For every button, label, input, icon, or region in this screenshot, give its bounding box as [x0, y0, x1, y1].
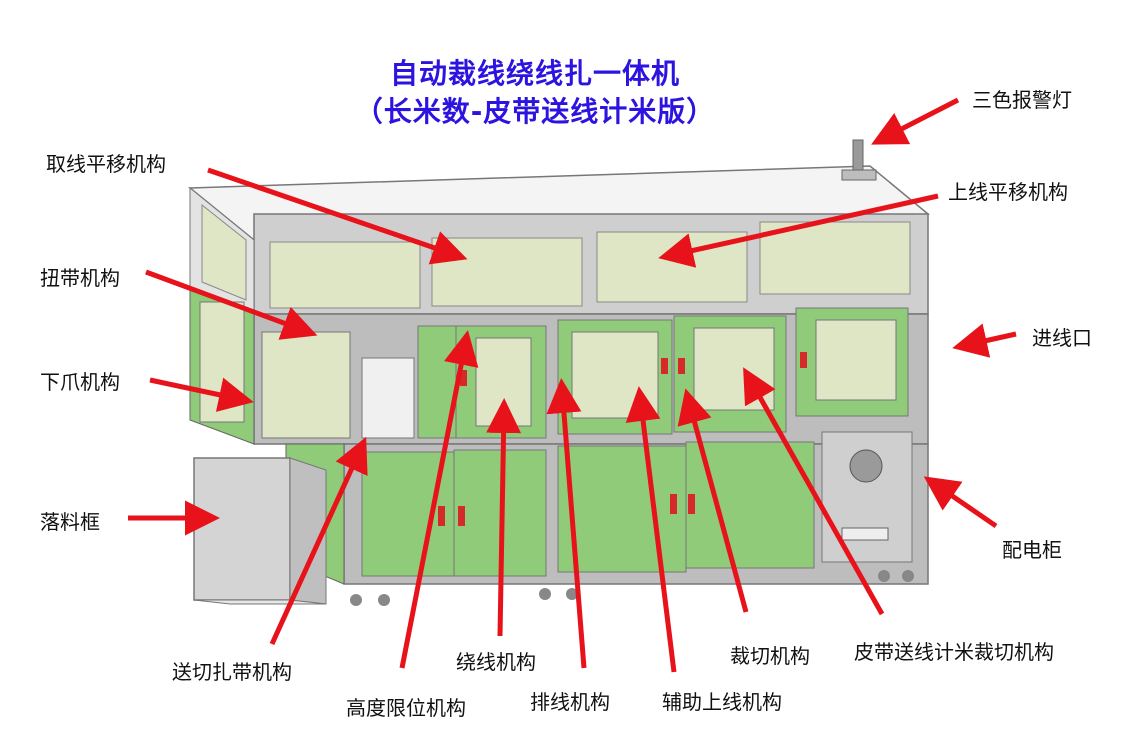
- arrow-wire-inlet: [952, 323, 1017, 358]
- door-handle: [678, 358, 685, 374]
- door-handle: [438, 506, 445, 526]
- arrow-twist-band: [145, 269, 318, 340]
- arrow-upper-wire-shift: [658, 193, 939, 268]
- cabinet-switch-panel: [841, 527, 889, 541]
- middle-module-white: [361, 357, 415, 439]
- label-feed-cut-tie: 送切扎带机构: [172, 660, 292, 684]
- door-handle: [458, 506, 465, 526]
- caster-wheel: [902, 570, 914, 582]
- door-handle: [670, 494, 677, 514]
- arrow-cutting: [677, 388, 749, 613]
- diagram-title-line2: （长米数-皮带送线计米版）: [354, 95, 716, 128]
- lower-green-3: [557, 445, 687, 573]
- label-drop-box: 落料框: [40, 510, 100, 534]
- cabinet-fan: [849, 449, 883, 483]
- label-alarm-light: 三色报警灯: [972, 88, 1072, 112]
- upper-window-4: [759, 221, 911, 295]
- door-handle: [460, 370, 467, 386]
- label-distribution-cabinet: 配电柜: [1002, 538, 1062, 562]
- label-winding: 绕线机构: [456, 650, 536, 674]
- arrow-winding: [486, 398, 522, 637]
- door-handle: [661, 358, 668, 374]
- middle-window-1: [261, 331, 351, 439]
- left-side-window: [201, 203, 247, 301]
- alarm-light-base: [841, 169, 877, 181]
- middle-window-5: [815, 319, 897, 401]
- door-handle: [688, 494, 695, 514]
- arrow-alarm-light: [871, 97, 960, 145]
- label-aux-upper-wire: 辅助上线机构: [662, 690, 782, 714]
- arrow-belt-feed-cut: [743, 367, 885, 616]
- arrow-height-limit: [399, 330, 479, 669]
- door-handle: [800, 352, 807, 368]
- arrow-wire-arrange: [546, 378, 587, 669]
- caster-wheel: [566, 588, 578, 600]
- upper-window-1: [269, 241, 421, 309]
- label-height-limit: 高度限位机构: [346, 696, 466, 720]
- arrow-distribution-cabinet: [923, 476, 998, 529]
- label-twist-band: 扭带机构: [40, 266, 120, 290]
- arrow-aux-upper-wire: [625, 386, 677, 673]
- diagram-title-line1: 自动裁线绕线扎一体机: [389, 57, 680, 90]
- caster-wheel: [378, 594, 390, 606]
- arrow-lower-claw: [149, 377, 254, 412]
- arrow-take-wire-shift: [207, 167, 468, 265]
- caster-wheel: [878, 570, 890, 582]
- caster-wheel: [539, 588, 551, 600]
- label-lower-claw: 下爪机构: [40, 370, 120, 394]
- arrow-feed-cut-tie: [269, 436, 368, 646]
- label-belt-feed-cut: 皮带送线计米裁切机构: [854, 640, 1054, 664]
- caster-wheel: [350, 594, 362, 606]
- label-cutting: 裁切机构: [730, 644, 810, 668]
- label-wire-arrange: 排线机构: [530, 690, 610, 714]
- label-take-wire-shift: 取线平移机构: [46, 152, 166, 176]
- label-upper-wire-shift: 上线平移机构: [948, 180, 1068, 204]
- label-wire-inlet: 进线口: [1032, 326, 1092, 350]
